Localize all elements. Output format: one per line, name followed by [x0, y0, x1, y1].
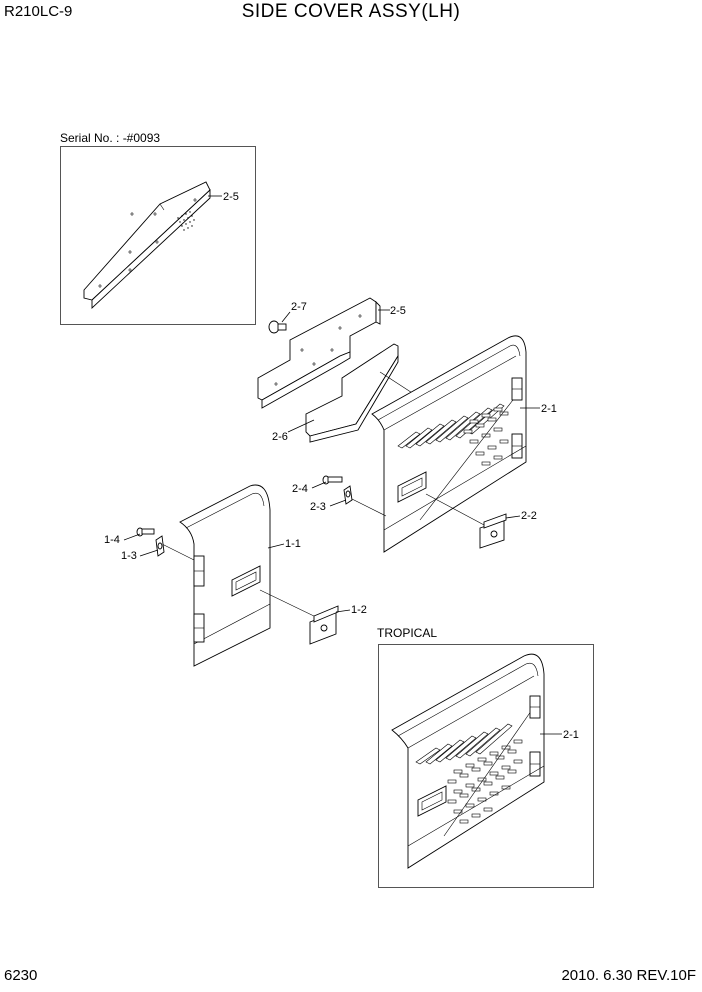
- revision-date: 2010. 6.30 REV.10F: [561, 967, 696, 984]
- part-2-2-latch: [479, 513, 521, 549]
- part-1-4-bolt: [123, 527, 155, 541]
- callout-1-1: 1-1: [285, 538, 301, 550]
- inset-panel-2-5: [83, 181, 222, 310]
- callout-2-2: 2-2: [521, 510, 537, 522]
- part-2-3-bracket: [329, 485, 353, 507]
- callout-2-3: 2-3: [310, 501, 326, 513]
- tropical-label: TROPICAL: [377, 626, 438, 640]
- part-2-4-bolt: [311, 475, 343, 489]
- callout-inset-2-5: 2-5: [223, 191, 239, 203]
- callout-2-4: 2-4: [292, 483, 308, 495]
- callout-2-5: 2-5: [390, 305, 406, 317]
- serial-number-label: Serial No. : -#0093: [60, 131, 161, 145]
- part-1-2-latch: [309, 605, 351, 645]
- part-2-1-cover: [345, 335, 540, 553]
- model-number: R210LC-9: [4, 3, 73, 20]
- page-title: SIDE COVER ASSY(LH): [241, 1, 461, 22]
- tropical-part-2-1-cover: [391, 653, 562, 869]
- serial-inset-frame: [60, 146, 256, 325]
- part-1-3-bracket: [139, 535, 165, 557]
- part-2-7-bolt: [268, 311, 291, 334]
- callout-2-6: 2-6: [272, 431, 288, 443]
- callout-2-7: 2-7: [291, 301, 307, 313]
- callout-1-4: 1-4: [104, 534, 120, 546]
- part-1-1-cover: [161, 484, 319, 667]
- page-number: 6230: [4, 967, 38, 984]
- callout-2-1: 2-1: [541, 403, 557, 415]
- part-2-6-panel: [287, 343, 421, 443]
- tropical-inset-frame: [378, 644, 594, 888]
- callout-1-3: 1-3: [121, 550, 137, 562]
- callout-1-2: 1-2: [351, 604, 367, 616]
- part-2-5-panel: [257, 297, 390, 409]
- callout-tropical-2-1: 2-1: [563, 729, 579, 741]
